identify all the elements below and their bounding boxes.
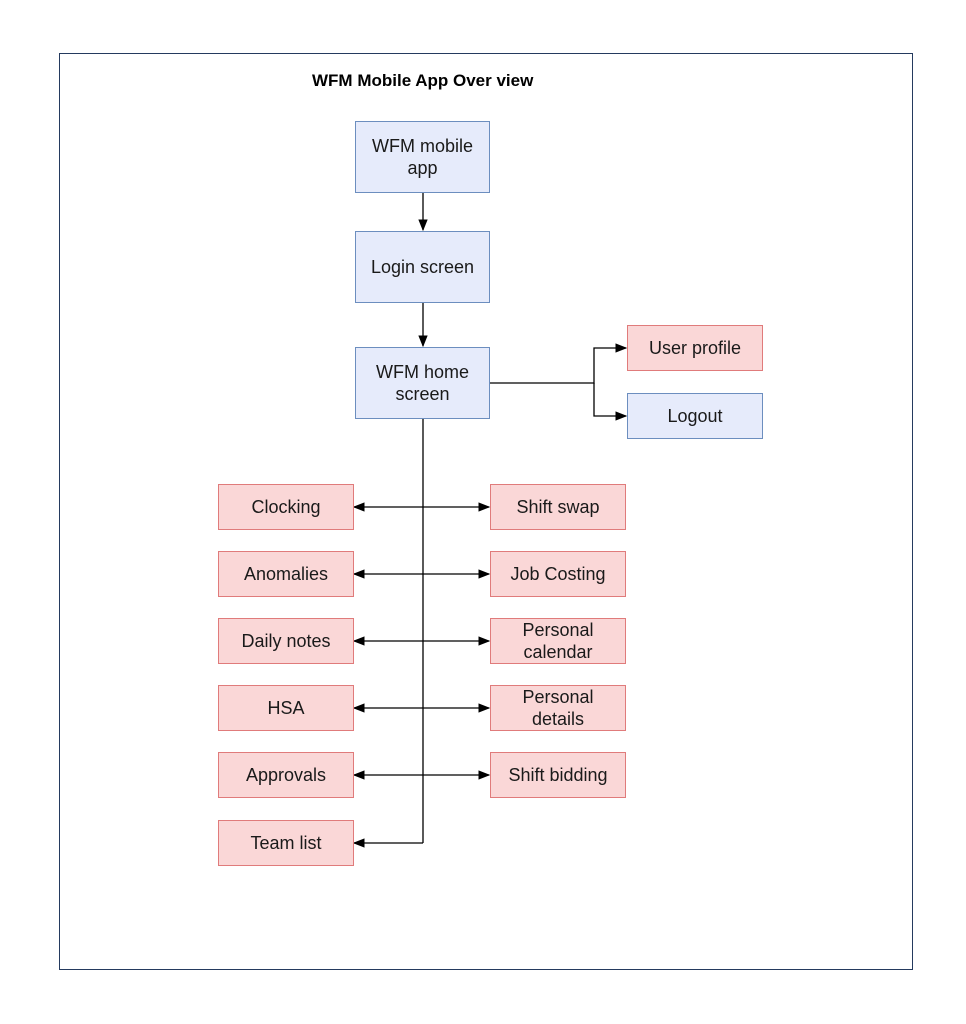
node-login-screen: Login screen (355, 231, 490, 303)
node-personal-calendar: Personal calendar (490, 618, 626, 664)
diagram-frame (59, 53, 913, 970)
node-approvals: Approvals (218, 752, 354, 798)
edge-home-to-user-profile (490, 343, 628, 384)
node-daily-notes: Daily notes (218, 618, 354, 664)
node-personal-details: Personal details (490, 685, 626, 731)
node-logout: Logout (627, 393, 763, 439)
node-wfm-mobile-app: WFM mobile app (355, 121, 490, 193)
node-clocking: Clocking (218, 484, 354, 530)
diagram-title: WFM Mobile App Over view (312, 71, 534, 90)
node-user-profile: User profile (627, 325, 763, 371)
edge-home-to-logout (593, 383, 628, 421)
node-shift-swap: Shift swap (490, 484, 626, 530)
node-shift-bidding: Shift bidding (490, 752, 626, 798)
node-job-costing: Job Costing (490, 551, 626, 597)
node-team-list: Team list (218, 820, 354, 866)
node-wfm-home-screen: WFM home screen (355, 347, 490, 419)
node-anomalies: Anomalies (218, 551, 354, 597)
node-hsa: HSA (218, 685, 354, 731)
